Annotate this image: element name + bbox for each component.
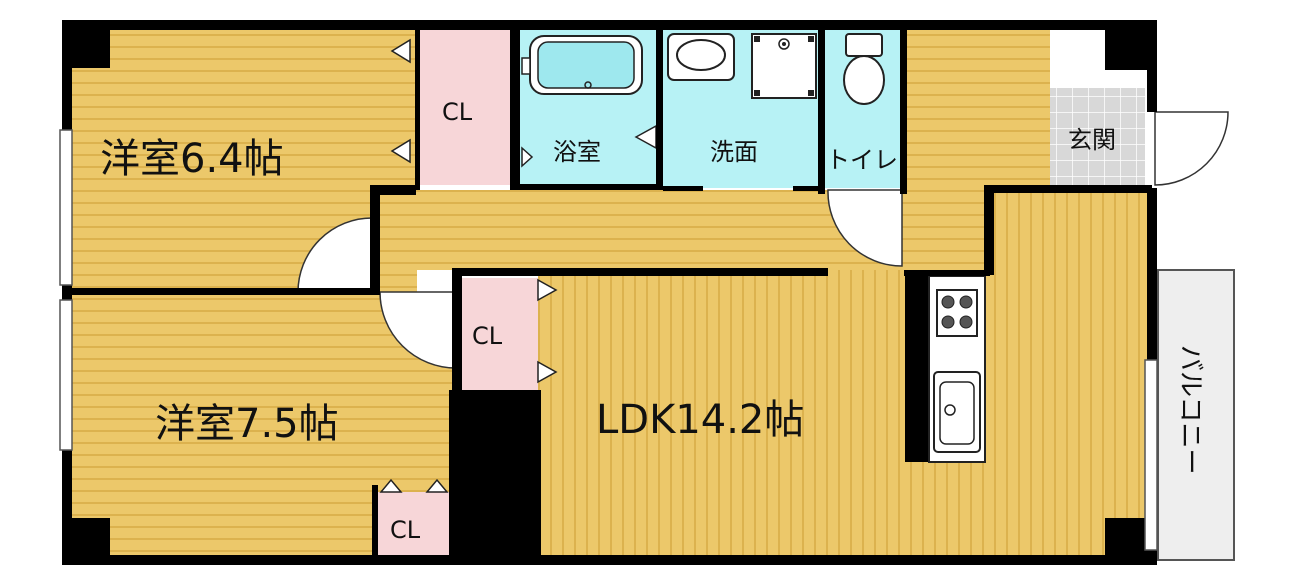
entrance-floor bbox=[1050, 88, 1145, 185]
ldk-label: LDK14.2帖 bbox=[596, 397, 804, 443]
stove-icon bbox=[936, 289, 978, 337]
closet-2-floor bbox=[462, 278, 538, 390]
closet-1-label: CL bbox=[442, 98, 473, 126]
floors bbox=[62, 24, 1235, 561]
balcony-floor bbox=[1157, 269, 1235, 561]
doors bbox=[297, 111, 1229, 369]
room-1-label: 洋室6.4帖 bbox=[100, 136, 284, 182]
closet-2-label: CL bbox=[472, 322, 503, 350]
room-2-label: 洋室7.5帖 bbox=[155, 401, 339, 447]
ldk-floor bbox=[538, 270, 1150, 560]
closets bbox=[377, 30, 538, 560]
outer-wall-bottom bbox=[62, 555, 1157, 565]
toilet-icon bbox=[843, 33, 885, 105]
ldk-floor-upper bbox=[990, 190, 1150, 270]
toilet-door bbox=[827, 189, 903, 267]
windows bbox=[59, 129, 1158, 551]
closet-3-label: CL bbox=[390, 516, 421, 544]
balcony-label: バルコニー bbox=[1175, 345, 1205, 474]
outer-wall-top bbox=[62, 20, 1157, 30]
entrance-label: 玄関 bbox=[1068, 126, 1116, 154]
closet-3-floor bbox=[377, 492, 449, 560]
wall-room-divider bbox=[62, 288, 378, 295]
sink-icon bbox=[933, 371, 981, 453]
bathtub-icon bbox=[521, 35, 643, 95]
toilet-label: トイレ bbox=[826, 146, 898, 174]
closet-1-floor bbox=[417, 30, 512, 185]
bath-label: 浴室 bbox=[553, 138, 601, 166]
washing-machine-icon bbox=[751, 33, 817, 99]
pillar bbox=[449, 390, 541, 565]
entrance-door bbox=[1154, 111, 1229, 186]
washroom-label: 洗面 bbox=[710, 138, 758, 166]
washbasin-icon bbox=[667, 33, 735, 81]
closet-door-markers bbox=[379, 38, 657, 493]
